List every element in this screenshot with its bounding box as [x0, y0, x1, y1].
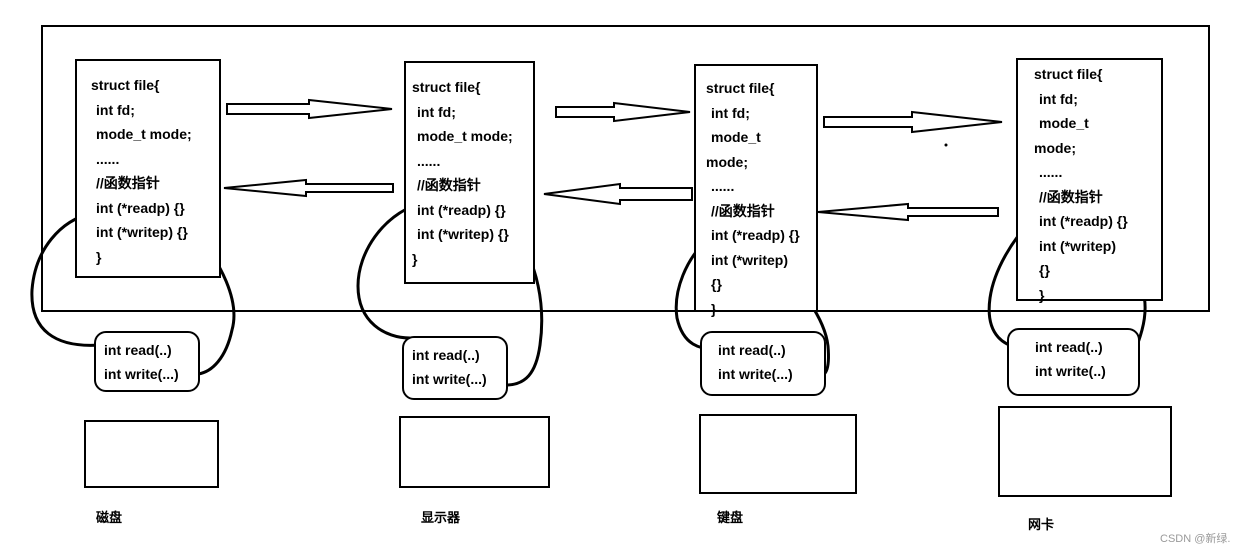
code-line: mode_t mode;: [417, 128, 513, 144]
code-line: mode;: [706, 153, 748, 170]
device-label-nic: 网卡: [1028, 517, 1055, 532]
code-line: int fd;: [96, 101, 135, 118]
driver-functions-display: int read(..) int write(...): [402, 336, 508, 400]
driver-functions-nic: int read(..) int write(..): [1007, 328, 1140, 396]
func-line: int read(..): [412, 347, 480, 363]
driver-functions-disk: int read(..) int write(...): [94, 331, 200, 392]
code-line: //函数指针: [1039, 188, 1103, 205]
code-line: struct file{: [1034, 66, 1103, 82]
code-line: }: [711, 300, 717, 317]
func-line: int write(...): [412, 370, 487, 387]
kernel-frame: [41, 25, 1210, 312]
code-line: }: [412, 250, 418, 267]
code-line: }: [96, 248, 102, 265]
device-label-keyboard: 键盘: [717, 510, 744, 525]
code-line: int (*readp) {}: [1039, 213, 1128, 229]
func-line: int write(...): [718, 365, 793, 382]
code-line: mode_t: [1039, 115, 1089, 131]
watermark: CSDN @新绿.: [1160, 533, 1231, 545]
code-line: int fd;: [711, 104, 750, 121]
func-line: int read(..): [104, 342, 172, 358]
arrow-prev-2: [543, 182, 693, 206]
arrow-prev-1: [223, 178, 394, 198]
code-line: {}: [1039, 262, 1050, 278]
stray-dot: [944, 143, 948, 147]
code-line: ......: [711, 178, 735, 194]
device-box-keyboard: [699, 414, 857, 494]
code-line: int (*writep) {}: [96, 224, 188, 240]
device-box-nic: [998, 406, 1172, 497]
curve-readp-display: [356, 202, 420, 340]
code-line: int fd;: [1039, 90, 1078, 107]
code-line: int fd;: [417, 103, 456, 120]
code-line: mode_t: [711, 129, 761, 145]
code-line: int (*readp) {}: [417, 201, 506, 218]
file-struct-keyboard: struct file{ int fd; mode_t mode; ......…: [694, 64, 818, 317]
arrow-next-1: [226, 98, 393, 120]
code-line: mode_t mode;: [96, 126, 192, 142]
code-line: int (*writep): [711, 251, 788, 268]
code-line: ......: [417, 152, 441, 169]
code-line: int (*writep) {}: [417, 226, 509, 242]
device-box-disk: [84, 420, 219, 488]
code-line: ......: [96, 150, 120, 167]
code-line: int (*readp) {}: [96, 199, 185, 216]
code-line: struct file{: [706, 80, 775, 96]
func-line: int read(..): [718, 342, 786, 358]
arrow-next-2: [555, 101, 691, 123]
device-box-display: [399, 416, 550, 488]
driver-functions-keyboard: int read(..) int write(...): [700, 331, 826, 396]
func-line: int read(..): [1035, 339, 1103, 355]
code-line: //函数指针: [711, 202, 775, 219]
code-line: ......: [1039, 164, 1063, 180]
code-line: int (*readp) {}: [711, 227, 800, 243]
arrow-prev-3: [817, 202, 999, 222]
code-line: struct file{: [91, 77, 160, 93]
curve-readp-disk: [30, 211, 102, 347]
code-line: struct file{: [412, 79, 481, 95]
arrow-next-3: [823, 110, 1003, 134]
code-line: int (*writep): [1039, 237, 1116, 254]
code-line: }: [1039, 286, 1045, 303]
code-line: {}: [711, 276, 722, 292]
device-label-display: 显示器: [421, 510, 461, 525]
func-line: int write(...): [104, 365, 179, 382]
file-struct-nic: struct file{ int fd; mode_t mode; ......…: [1016, 58, 1163, 303]
func-line: int write(..): [1035, 362, 1106, 379]
device-label-disk: 磁盘: [96, 510, 123, 525]
code-line: //函数指针: [96, 175, 160, 191]
file-struct-display: struct file{ int fd; mode_t mode; ......…: [404, 61, 535, 284]
code-line: //函数指针: [417, 177, 481, 193]
file-struct-disk: struct file{ int fd; mode_t mode; ......…: [75, 59, 221, 278]
code-line: mode;: [1034, 139, 1076, 156]
